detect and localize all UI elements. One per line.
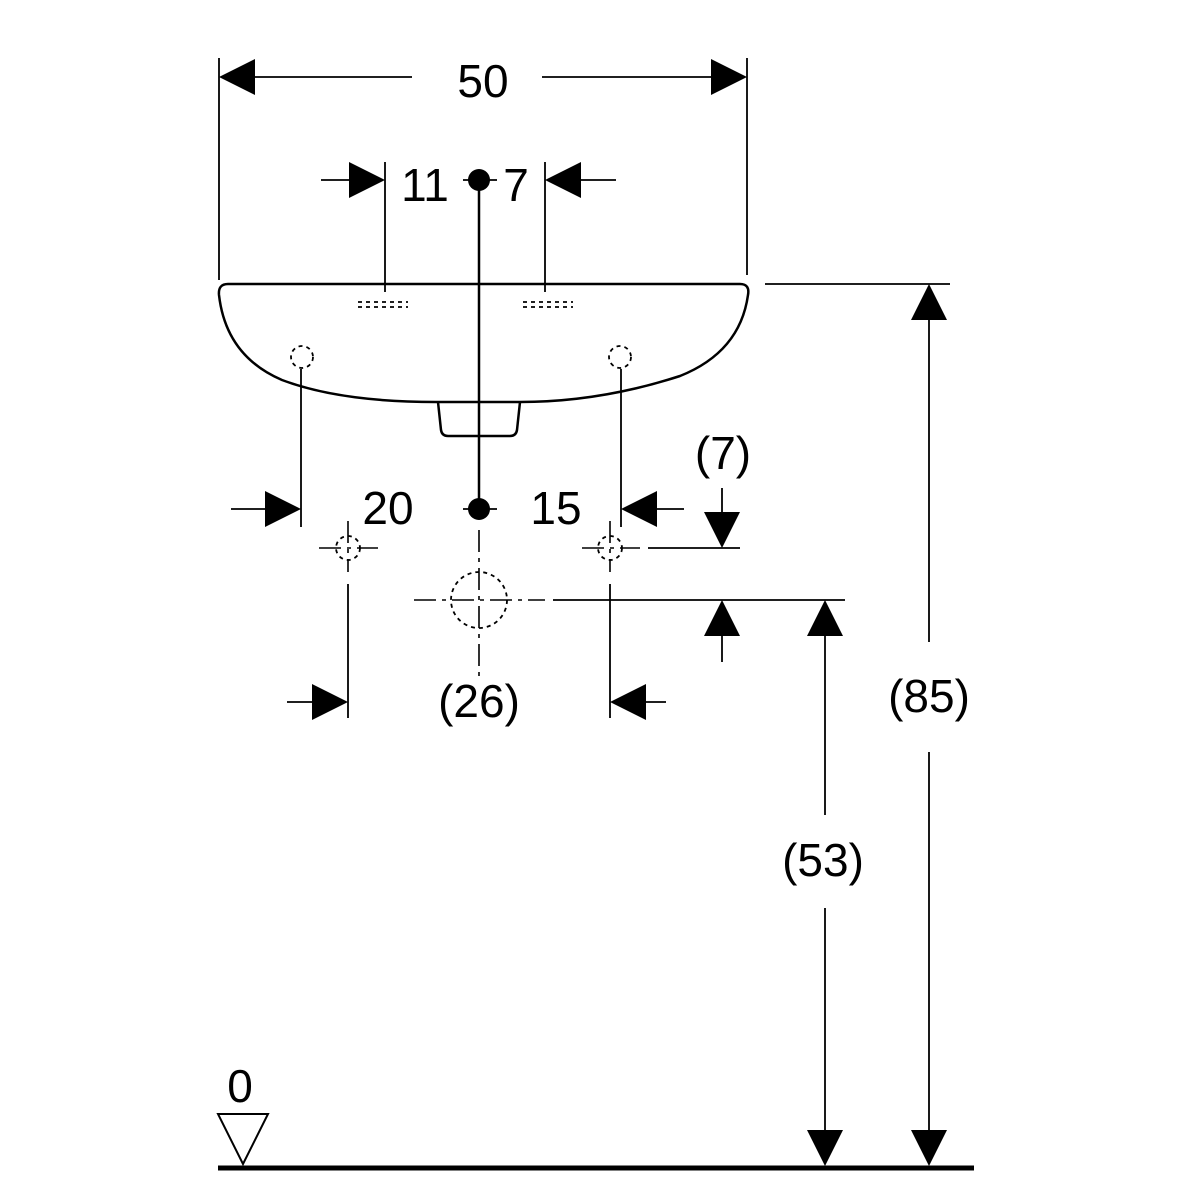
dim-tap-left: 11 (401, 159, 449, 211)
dim-overall-width: 50 (457, 55, 508, 107)
rim-height-dimension: (85) (765, 283, 970, 1166)
arrow-right-icon (349, 162, 385, 198)
fixing-hole-icon (608, 345, 632, 369)
arrow-up-icon (911, 284, 947, 320)
arrow-left-icon (610, 684, 646, 720)
arrow-up-icon (807, 600, 843, 636)
arrow-left-icon (621, 491, 657, 527)
arrow-down-icon (807, 1130, 843, 1166)
arrow-up-icon (704, 600, 740, 636)
arrow-left-icon (545, 162, 581, 198)
dim-supply-right: 15 (530, 482, 581, 534)
arrow-right-icon (265, 491, 301, 527)
supply-height-dimension: (7) (553, 427, 845, 662)
arrow-down-icon (704, 512, 740, 548)
drain-centre (414, 530, 545, 676)
dim-tap-right: 7 (503, 159, 529, 211)
dim-rim-height: (85) (888, 670, 970, 722)
fixing-hole-icon (290, 345, 314, 369)
fixing-hole-spacing: 20 15 (231, 369, 684, 534)
tap-hole-offsets: 11 7 (321, 159, 616, 292)
washbasin-outline (217, 282, 750, 438)
supply-spacing-dimension: (26) (287, 584, 666, 727)
dim-supply-above-drain: (7) (695, 427, 751, 479)
dim-supply-left: 20 (362, 482, 413, 534)
arrow-right-icon (312, 684, 348, 720)
center-point-icon (468, 498, 490, 520)
arrow-down-icon (911, 1130, 947, 1166)
drain-height-dimension: (53) (782, 600, 864, 1166)
dim-drain-spacing: (26) (438, 675, 520, 727)
arrow-right-icon (711, 59, 747, 95)
arrow-left-icon (219, 59, 255, 95)
dim-floor-level: 0 (227, 1060, 253, 1112)
floor-level: 0 (216, 1060, 974, 1171)
supply-pipe-right (582, 521, 640, 572)
supply-pipe-left (319, 521, 378, 572)
overall-width-dimension: 50 (218, 55, 748, 280)
dim-drain-height: (53) (782, 834, 864, 886)
level-marker-icon (216, 1113, 270, 1167)
